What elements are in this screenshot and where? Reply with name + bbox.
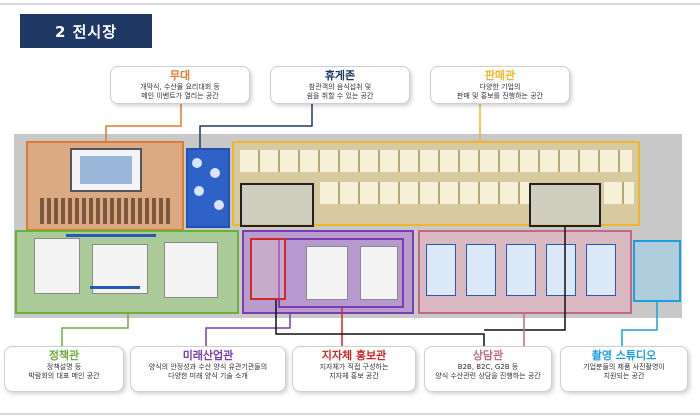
stage-screen-display [80,156,132,184]
callout-local-desc-2: 지자체 홍보 공간 [329,372,379,380]
sales-booth-row [604,182,634,204]
section-title: 2 전시장 [20,14,152,48]
callout-future-desc-2: 다양한 미래 양식 기술 소개 [168,372,248,380]
callout-studio-desc-1: 기업분들의 제품 사진촬영이 [583,363,665,371]
callout-future-industry: 미래산업관 양식의 안정성과 수산 양식 유관기관들의 다양한 미래 양식 기술… [130,346,286,392]
callout-sales-desc-2: 판매 및 홍보를 진행하는 공간 [456,92,544,100]
callout-rest: 휴게존 참관객의 음식섭취 및 쉼을 취할 수 있는 공간 [270,66,410,104]
callout-biz-desc-2: 양식 수산관련 상담을 진행하는 공간 [435,372,541,380]
rest-table [210,168,220,178]
consult-booth [586,244,616,296]
policy-booth [34,238,80,294]
callout-stage-desc-2: 메인 이벤트가 열리는 공간 [141,92,219,100]
callout-policy-desc-1: 정책설명 등 [46,363,82,371]
policy-signage [66,234,156,237]
consult-booth [546,244,576,296]
callout-biz-title: 상담관 [472,349,504,362]
callout-rest-desc-1: 참관객의 음식섭취 및 [308,83,372,91]
policy-booth [164,242,218,298]
callout-sales-desc-1: 다양한 기업의 [479,83,521,91]
top-divider [0,3,700,5]
callout-studio: 촬영 스튜디오 기업분들의 제품 사진촬영이 지원되는 공간 [560,346,688,392]
callout-local-desc-1: 지자체가 직접 구성하는 [319,363,389,371]
policy-signage [90,286,140,289]
callout-future-desc-1: 양식의 안정성과 수산 양식 유관기관들의 [148,363,268,371]
policy-booth [92,244,148,294]
rest-table [192,158,202,168]
callout-stage: 무대 개막식, 수산물 요리대회 등 메인 이벤트가 열리는 공간 [110,66,250,104]
local-booth [306,246,348,300]
callout-stage-desc-1: 개막식, 수산물 요리대회 등 [140,83,220,91]
callout-sales: 판매관 다양한 기업의 판매 및 홍보를 진행하는 공간 [430,66,570,104]
callout-business: 상담관 B2B, B2C, G2B 등 양식 수산관련 상담을 진행하는 공간 [424,346,552,392]
callout-policy-title: 정책관 [48,349,80,362]
zone-studio[interactable] [633,240,681,302]
local-booth [360,246,398,300]
audience-seats [40,198,172,224]
rest-table [214,200,224,210]
sales-booth-row [320,182,530,204]
callout-biz-desc-1: B2B, B2C, G2B 등 [457,363,519,371]
callout-rest-desc-2: 쉼을 취할 수 있는 공간 [306,92,374,100]
zone-red-box [250,238,286,300]
callout-policy-desc-2: 박람회의 대표 메인 공간 [28,372,100,380]
consult-booth [426,244,456,296]
rest-table [194,186,204,196]
callout-rest-title: 휴게존 [324,69,356,82]
callout-local-title: 지자체 홍보관 [321,349,387,362]
callout-future-title: 미래산업관 [182,349,234,362]
callout-stage-title: 무대 [169,69,191,82]
callout-studio-title: 촬영 스튜디오 [591,349,657,362]
callout-sales-title: 판매관 [484,69,516,82]
black-box-area [240,183,314,227]
consult-booth [466,244,496,296]
black-box-area [529,183,601,227]
consult-booth [506,244,536,296]
sales-booth-row [240,150,632,172]
callout-policy: 정책관 정책설명 등 박람회의 대표 메인 공간 [4,346,124,392]
callout-studio-desc-2: 지원되는 공간 [603,372,645,380]
bottom-divider [0,413,700,415]
callout-local-gov: 지자체 홍보관 지자체가 직접 구성하는 지자체 홍보 공간 [292,346,416,392]
